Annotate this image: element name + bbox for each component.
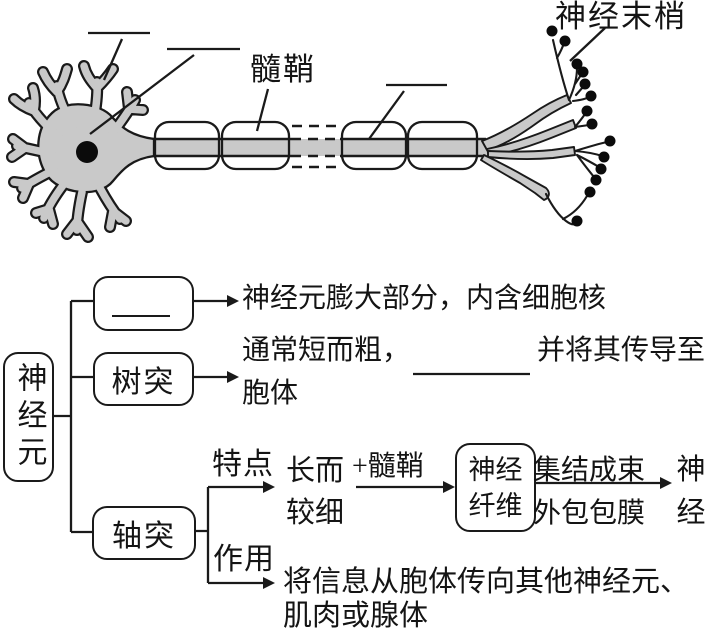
axon-band [150, 139, 487, 156]
concept-map-connectors [50, 299, 660, 585]
synaptic-boutons [546, 25, 616, 227]
fill-blank-cellbody [112, 315, 170, 317]
leader-cellbody [89, 54, 195, 135]
axon-node: 轴突 [92, 506, 196, 560]
function-label: 作用 [213, 543, 275, 576]
nerve-endings-label: 神经末梢 [555, 0, 687, 34]
dendrite-desc-pre: 通常短而粗， [242, 335, 411, 366]
nerve-result-text: 神 经 [674, 449, 708, 535]
root-node-neuron: 神经元 [3, 352, 54, 482]
axon-dashed-continuation [291, 124, 341, 169]
terminal-branches [480, 94, 577, 201]
dendrite-desc-post: 并将其传导至 [537, 335, 706, 366]
function-line2: 肌肉或腺体 [283, 600, 429, 632]
bundle-line1: 集结成束 [533, 455, 646, 486]
myelin-label: 髓鞘 [250, 52, 316, 87]
terminal-twigs [544, 38, 609, 226]
feature-line2: 较细 [286, 497, 345, 529]
nerve-line2: 经 [676, 497, 706, 529]
dendrite-desc-line2: 胞体 [242, 378, 299, 409]
fiber-line1: 神经 [468, 454, 523, 485]
leader-myelin [255, 88, 270, 132]
dendrites-fill [8, 62, 147, 241]
blank-node-cellbody [93, 276, 194, 331]
nerve-line1: 神 [676, 454, 706, 486]
feature-line1: 长而 [286, 455, 345, 487]
soma-description: 神经元膨大部分，内含细胞核 [242, 283, 607, 314]
function-line1: 将信息从胞体传向其他神经元、 [283, 566, 690, 598]
leader-dendrite [102, 38, 124, 81]
nerve-fiber-node: 神经 纤维 [455, 443, 536, 532]
nucleus [76, 141, 98, 163]
bundle-line2: 外包包膜 [533, 498, 646, 529]
myelin-segments [153, 120, 479, 171]
plus-myelin-label: +髓鞘 [352, 451, 424, 482]
feature-text: 长而 较细 [286, 450, 344, 534]
arrowheads [227, 295, 672, 589]
figure-callouts [88, 27, 606, 140]
feature-label: 特点 [212, 448, 274, 481]
fiber-line2: 纤维 [468, 490, 523, 521]
dendrite-node: 树突 [93, 352, 194, 406]
leader-nerve-endings [569, 27, 606, 62]
neuron-illustration [6, 25, 616, 243]
leader-axon [368, 90, 405, 140]
bundle-text: 集结成束 外包包膜 [533, 449, 645, 535]
